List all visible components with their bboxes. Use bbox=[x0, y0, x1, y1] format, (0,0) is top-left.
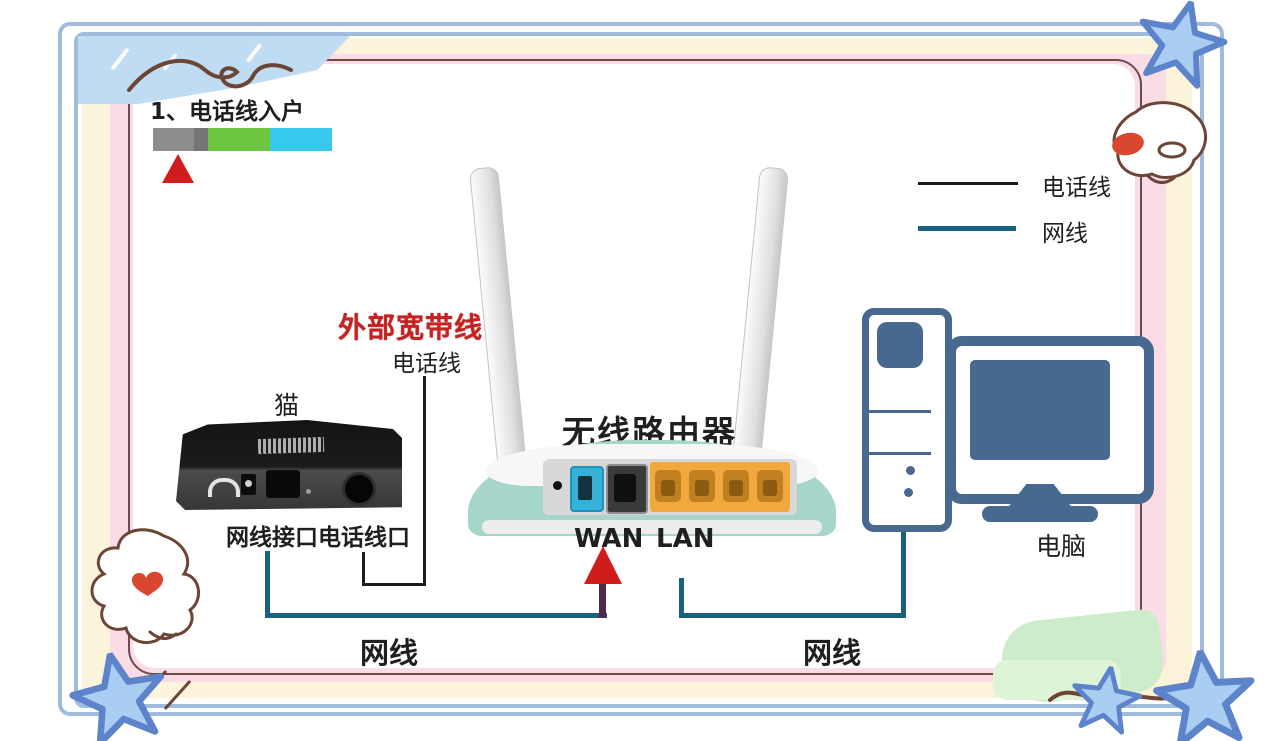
router-power-dot-icon bbox=[553, 481, 562, 490]
wan-arrow-stem bbox=[599, 580, 606, 618]
incoming-phone-line-label: 电话线 bbox=[392, 351, 461, 377]
progress-segment-green bbox=[208, 128, 270, 151]
network-cable-modem-router bbox=[265, 551, 270, 618]
external-broadband-label: 外部宽带线 bbox=[338, 311, 484, 344]
progress-pointer-icon bbox=[162, 154, 194, 183]
frame-inner-border bbox=[74, 32, 1204, 708]
legend-network-label: 网线 bbox=[1042, 221, 1088, 247]
net-cable-left-label: 网线 bbox=[360, 636, 419, 670]
computer-tower-drive bbox=[877, 322, 923, 368]
modem-label: 猫 bbox=[274, 391, 300, 420]
modem-arc-port-icon bbox=[208, 478, 240, 497]
modem-sticker bbox=[257, 436, 325, 455]
progress-segment-gray-dark bbox=[194, 128, 208, 151]
modem-power-dot-icon bbox=[245, 480, 252, 487]
legend-phone-line-sample bbox=[918, 182, 1018, 185]
progress-segment-cyan bbox=[270, 128, 332, 151]
router-black-port-icon bbox=[606, 464, 648, 514]
phone-line-cable bbox=[362, 552, 365, 586]
star-icon bbox=[69, 651, 164, 741]
router-lan-port-icon bbox=[757, 470, 783, 502]
router-lan-port-icon bbox=[689, 470, 715, 502]
router-lan-panel bbox=[650, 462, 790, 512]
router-lan-port-icon bbox=[655, 470, 681, 502]
network-cable-router-pc bbox=[679, 578, 684, 618]
star-icon bbox=[1153, 648, 1255, 741]
network-cable-modem-router bbox=[265, 613, 607, 618]
cloud-doodle-icon bbox=[1112, 101, 1207, 184]
squiggle-doodle-icon bbox=[127, 58, 293, 92]
router-wan-port-inner bbox=[578, 476, 592, 500]
router-base bbox=[482, 520, 822, 534]
lan-label: LAN bbox=[656, 524, 715, 554]
computer-tower-divider bbox=[869, 452, 931, 455]
star-icon bbox=[1139, 0, 1228, 89]
network-cable-router-pc bbox=[679, 613, 906, 618]
frame-outer-border bbox=[58, 22, 1224, 716]
router-lan-port-icon bbox=[723, 470, 749, 502]
step-title: 1、电话线入户 bbox=[150, 99, 305, 125]
computer-tower-button-icon bbox=[904, 488, 913, 497]
net-cable-right-label: 网线 bbox=[803, 636, 862, 670]
computer-screen bbox=[970, 360, 1110, 460]
router-black-port-inner bbox=[614, 474, 636, 502]
computer-tower-button-icon bbox=[906, 466, 915, 475]
computer-tower-divider bbox=[869, 410, 931, 413]
computer-label: 电脑 bbox=[1036, 532, 1087, 561]
progress-segment-gray bbox=[153, 128, 194, 151]
cloud-doodle-icon bbox=[90, 528, 200, 644]
progress-bar bbox=[153, 128, 332, 151]
phone-line-cable bbox=[423, 376, 426, 586]
wan-arrow-icon bbox=[584, 546, 622, 584]
modem-ethernet-port-icon bbox=[266, 470, 300, 498]
star-icon bbox=[1072, 665, 1143, 735]
modem-reset-dot-icon bbox=[306, 489, 311, 494]
network-cable-router-pc bbox=[901, 516, 906, 618]
phone-line-cable bbox=[362, 583, 426, 586]
modem-phone-port-label: 电话线口 bbox=[318, 525, 410, 551]
legend-phone-label: 电话线 bbox=[1042, 175, 1111, 201]
modem-net-port-label: 网线接口 bbox=[226, 525, 318, 551]
monitor-stand-base bbox=[982, 506, 1098, 522]
modem-phone-jack-icon bbox=[342, 472, 376, 506]
legend-network-line-sample bbox=[918, 226, 1016, 231]
